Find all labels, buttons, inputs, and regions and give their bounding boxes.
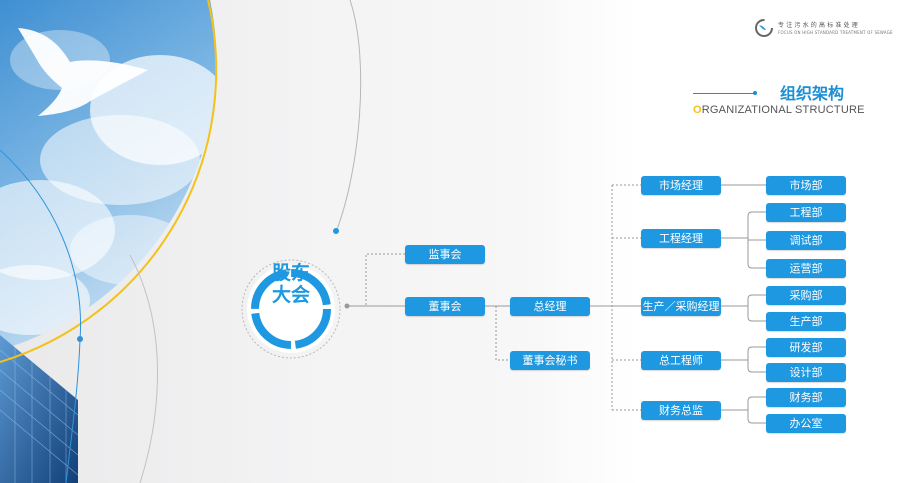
node-finance-director[interactable]: 财务总监	[641, 401, 721, 420]
yellow-arc	[0, 0, 218, 363]
node-dept-operations[interactable]: 运营部	[766, 259, 846, 278]
gray-arc-outer	[335, 0, 362, 233]
building-photo	[0, 335, 78, 483]
node-dept-office[interactable]: 办公室	[766, 414, 846, 433]
node-dept-design[interactable]: 设计部	[766, 363, 846, 382]
company-logo: 专注污水的高标准处理 FOCUS ON HIGH STANDARD TREATM…	[754, 18, 894, 42]
node-marketing-manager[interactable]: 市场经理	[641, 176, 721, 195]
node-dept-purchasing[interactable]: 采购部	[766, 286, 846, 305]
logo-slogan-cn: 专注污水的高标准处理	[778, 22, 861, 29]
blue-arc	[0, 149, 82, 483]
root-circle	[241, 259, 341, 359]
root-label-line-2: 大会	[271, 284, 310, 306]
root-node-shareholders[interactable]: 股东 大会	[271, 262, 311, 306]
node-general-manager[interactable]: 总经理	[510, 297, 590, 316]
dove-icon	[18, 28, 148, 116]
node-chief-engineer[interactable]: 总工程师	[641, 351, 721, 370]
node-dept-engineering[interactable]: 工程部	[766, 203, 846, 222]
page-title: 组织架构	[779, 84, 844, 103]
node-dept-production[interactable]: 生产部	[766, 312, 846, 331]
gray-arc-lower	[129, 254, 158, 483]
title-underline	[693, 93, 755, 94]
node-production-purchasing-manager[interactable]: 生产／采购经理	[641, 297, 721, 316]
gray-arc-dot	[333, 228, 339, 234]
node-dept-finance[interactable]: 财务部	[766, 388, 846, 407]
page-subtitle: ORGANIZATIONAL STRUCTURE	[693, 104, 865, 116]
logo-slogan-en: FOCUS ON HIGH STANDARD TREATMENT OF SEWA…	[778, 30, 893, 35]
subtitle-initial: O	[693, 104, 702, 116]
node-engineering-manager[interactable]: 工程经理	[641, 229, 721, 248]
title-underline-dot	[753, 91, 757, 95]
node-dept-commissioning[interactable]: 调试部	[766, 231, 846, 250]
root-label-line-1: 股东	[271, 262, 310, 284]
node-dept-rnd[interactable]: 研发部	[766, 338, 846, 357]
node-board-secretary[interactable]: 董事会秘书	[510, 351, 590, 370]
node-dept-marketing[interactable]: 市场部	[766, 176, 846, 195]
building-grid	[0, 348, 79, 483]
node-board-of-directors[interactable]: 董事会	[405, 297, 485, 316]
node-supervisory-board[interactable]: 监事会	[405, 245, 485, 264]
logo-mark-icon	[755, 19, 773, 37]
blue-arc-dot	[77, 336, 83, 342]
subtitle-rest: RGANIZATIONAL STRUCTURE	[701, 104, 865, 116]
